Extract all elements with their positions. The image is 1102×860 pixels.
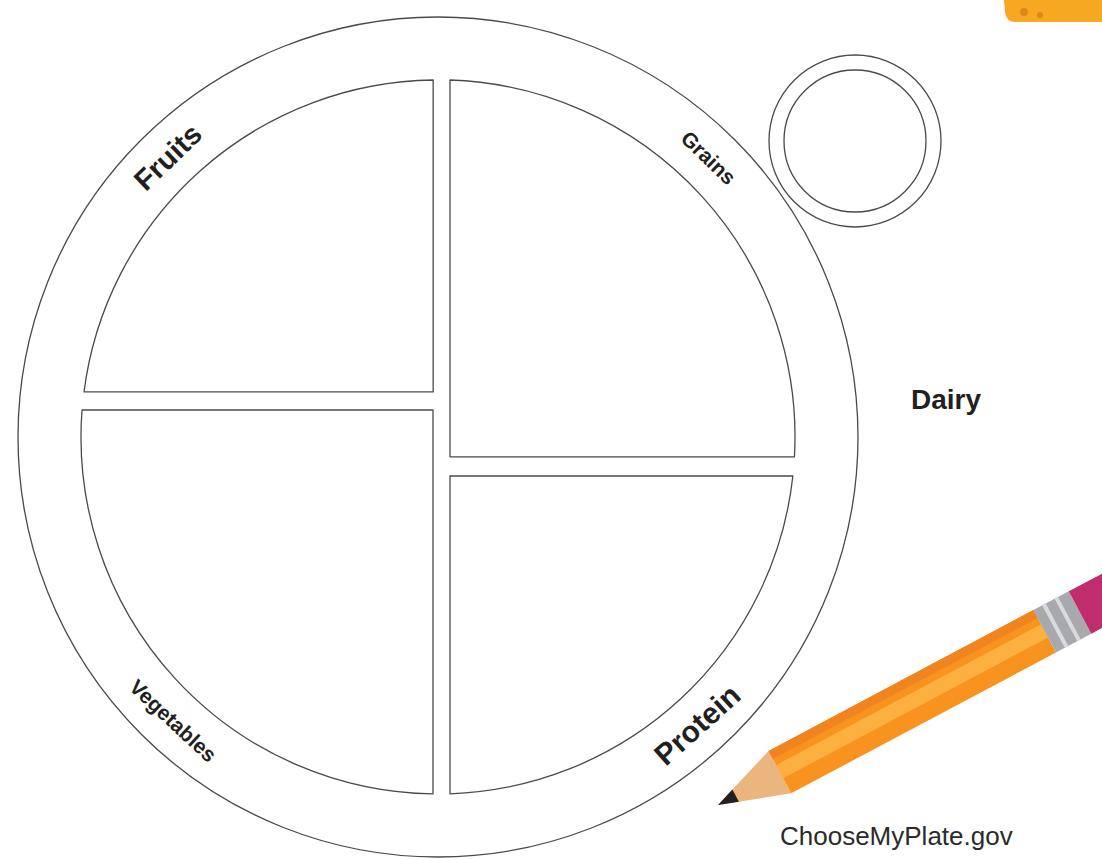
pencil-stripe [769, 610, 1038, 759]
food-group-label: Dairy [911, 384, 981, 416]
pencil-body [769, 610, 1056, 793]
section-outline [84, 80, 433, 392]
cheese-hole [1020, 8, 1028, 16]
food-group-section: Vegetables [81, 410, 433, 794]
section-shape [84, 80, 433, 392]
pencil-lead [715, 789, 739, 811]
section-shape [450, 80, 795, 457]
section-shape [450, 476, 793, 794]
section-outline [81, 410, 433, 794]
pencil-icon [707, 544, 1102, 826]
plate-rim [18, 17, 858, 857]
pencil-stripe [776, 624, 1048, 778]
cup-inner [784, 70, 926, 212]
pencil-eraser [1069, 544, 1102, 633]
cheese-hole [1037, 12, 1043, 18]
food-group-section: Grains [450, 80, 795, 457]
section-outline [769, 55, 941, 227]
cup-rim [769, 55, 941, 227]
section-shape [81, 410, 433, 794]
section-outline [450, 476, 793, 794]
website-credit: ChooseMyPlate.gov [780, 822, 1013, 852]
cheese-wedge [1004, 0, 1102, 22]
cheese-icon [1004, 0, 1102, 22]
ferrule-ridge [1056, 598, 1079, 640]
dairy-cup: Dairy [769, 55, 941, 227]
food-group-section: Fruits [84, 80, 433, 392]
food-group-section: Protein [450, 476, 793, 794]
section-outline [450, 80, 795, 457]
